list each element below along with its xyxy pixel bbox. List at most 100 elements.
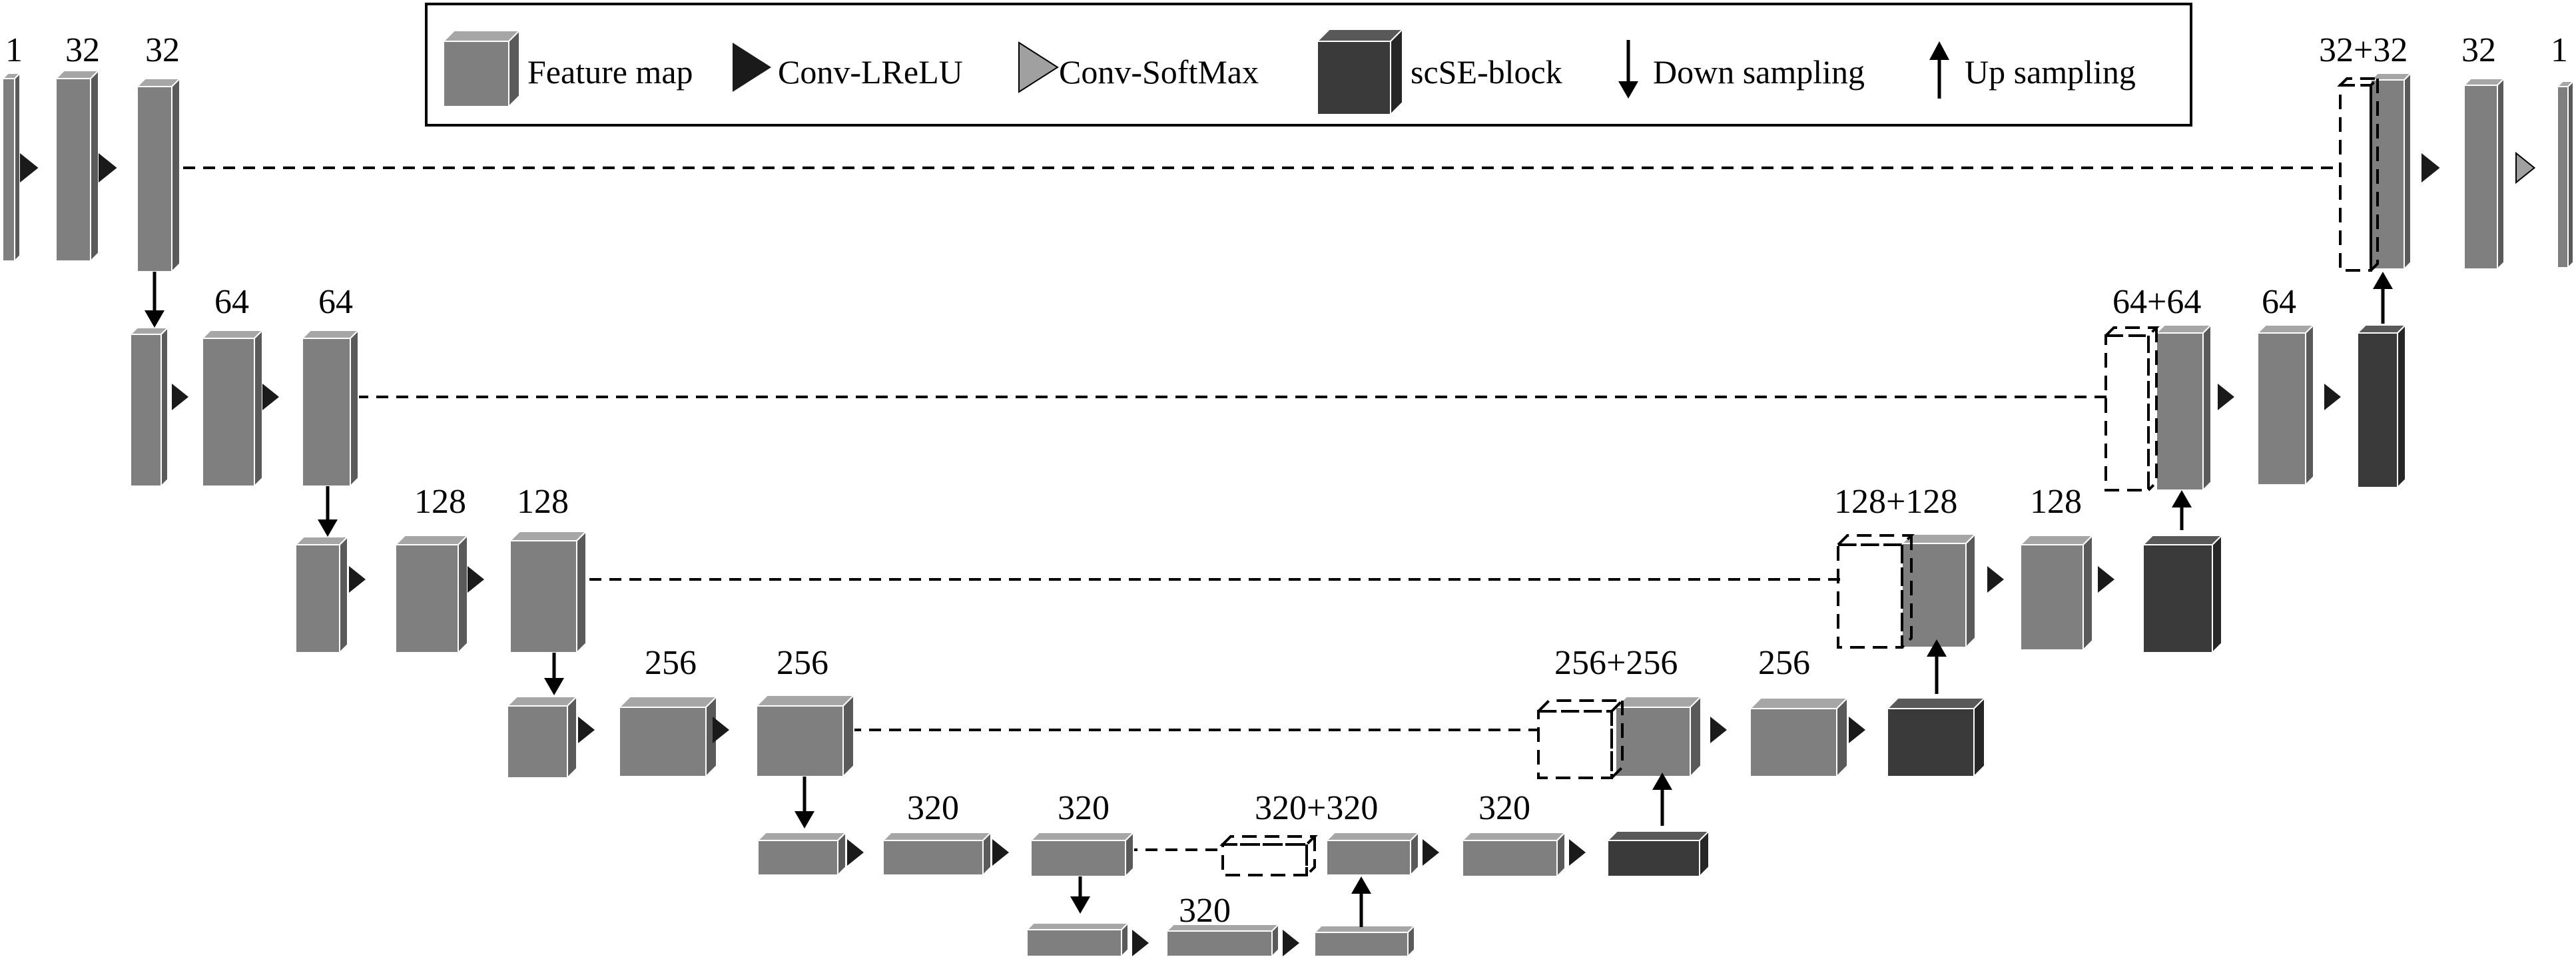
label-dec5-cat: 320+320 [1255, 789, 1378, 827]
label-dec2-a: 64 [2262, 283, 2296, 321]
conv-lrelu-op [2324, 384, 2341, 410]
feature-map-enc3-in [294, 535, 350, 655]
concatenation-placeholders [1219, 77, 2381, 876]
conv-lrelu-op [2098, 566, 2114, 593]
conv-lrelu-op [1569, 839, 1586, 866]
label-dec3-cat: 128+128 [1834, 483, 1957, 521]
legend-feature-map-icon [442, 29, 521, 109]
feature-map-enc4-in [505, 695, 579, 780]
label-enc2-a: 64 [214, 283, 249, 321]
feature-map-dec4-cat [1614, 695, 1703, 779]
label-bottleneck: 320 [1179, 892, 1231, 930]
conv-lrelu-op [262, 384, 279, 410]
scse-block-dec5 [1606, 829, 1711, 878]
feature-map-enc3-a [394, 533, 470, 655]
legend-feature-map-label: Feature map [527, 53, 693, 91]
label-enc3-a: 128 [414, 483, 466, 521]
down-sampling-arrow [544, 653, 564, 695]
up-sampling-arrow [1927, 639, 1947, 694]
label-enc1-b: 32 [145, 31, 180, 69]
concat-placeholder-dec4 [1535, 699, 1626, 779]
feature-map-dec4-a [1748, 696, 1849, 779]
concat-placeholder-dec5 [1219, 835, 1318, 876]
label-enc4-b: 256 [777, 644, 828, 682]
conv-lrelu-op [99, 153, 117, 182]
down-sampling-arrow [318, 486, 338, 537]
label-enc2-b: 64 [318, 283, 353, 321]
conv-lrelu-op [847, 839, 864, 866]
legend-scse-block-icon [1315, 27, 1405, 117]
legend-scse-block-cube [1315, 27, 1405, 117]
conv-operations [20, 151, 2536, 956]
legend-down-sampling-label: Down sampling [1653, 53, 1865, 91]
feature-map-bottleneck-out [1313, 924, 1417, 958]
conv-lrelu-op [1987, 566, 2004, 593]
down-sampling-arrow [1070, 876, 1090, 914]
legend-up-sampling-label: Up sampling [1965, 53, 2136, 91]
legend-scse-block-label: scSE-block [1411, 53, 1562, 91]
label-dec5-a: 320 [1478, 789, 1530, 827]
label-dec3-a: 128 [2030, 483, 2082, 521]
label-dec1-a: 32 [2461, 31, 2496, 69]
conv-lrelu-op [468, 566, 484, 593]
label-enc5-a: 320 [907, 789, 959, 827]
conv-lrelu-op [1283, 930, 1299, 956]
legend-feature-map-cube [442, 29, 521, 109]
feature-map-dec3-a [2019, 533, 2094, 652]
label-enc4-a: 256 [645, 644, 697, 682]
concat-placeholder-dec2 [2102, 326, 2160, 491]
up-sampling-arrow [1351, 876, 1371, 927]
conv-lrelu-op [172, 384, 188, 410]
legend-conv-lrelu-label: Conv-LReLU [778, 53, 963, 91]
label-enc3-b: 128 [517, 483, 569, 521]
conv-lrelu-op [1423, 839, 1439, 866]
feature-map-dec1-a [2462, 77, 2506, 271]
feature-map-input [1, 71, 22, 263]
conv-lrelu-op [2218, 384, 2234, 410]
feature-map-enc5-a [881, 830, 993, 877]
label-dec2-cat: 64+64 [2112, 283, 2201, 321]
legend-frame [425, 3, 2192, 127]
down-sampling-arrow [795, 777, 814, 828]
conv-lrelu-op [349, 566, 366, 593]
up-sampling-arrow [1652, 773, 1672, 826]
legend-conv-softmax-label: Conv-SoftMax [1059, 53, 1259, 91]
conv-softmax-op [2515, 151, 2536, 184]
feature-map-enc5-b [1029, 830, 1135, 878]
skip-connections [183, 166, 2341, 851]
conv-lrelu-op [2421, 153, 2440, 182]
label-dec1-cat: 32+32 [2319, 31, 2408, 69]
label-dec4-cat: 256+256 [1554, 644, 1678, 682]
label-enc1-a: 32 [65, 31, 100, 69]
conv-lrelu-op [20, 153, 39, 182]
scse-block-dec3 [2141, 533, 2224, 655]
down-sampling-arrow [145, 272, 164, 328]
conv-lrelu-op [1132, 930, 1149, 956]
feature-map-output [2555, 79, 2575, 270]
legend-down-sampling-icon [1618, 40, 1638, 99]
feature-map-enc1-b [135, 77, 182, 274]
feature-map-enc4-a [617, 695, 719, 779]
feature-map-enc2-a [200, 328, 264, 488]
feature-map-enc3-b [508, 529, 588, 655]
scse-block-dec2 [2356, 323, 2408, 489]
feature-map-dec3-cat [1900, 532, 1977, 649]
feature-map-enc5-in [756, 830, 848, 877]
conv-lrelu-op [992, 839, 1009, 866]
feature-map-enc2-in [129, 326, 170, 488]
conv-lrelu-op [1710, 717, 1727, 743]
feature-map-dec2-cat [2154, 323, 2213, 492]
feature-map-bottleneck [1165, 922, 1281, 958]
feature-map-dec2-a [2256, 323, 2316, 487]
up-sampling-arrow [2373, 272, 2393, 324]
label-enc5-b: 320 [1058, 789, 1110, 827]
sampling-arrows [145, 272, 2393, 927]
feature-map-bottleneck-in [1025, 921, 1130, 958]
label-dec1-out: 1 [2551, 31, 2568, 69]
label-dec4-a: 256 [1758, 644, 1810, 682]
legend-conv-lrelu-icon [733, 43, 771, 92]
channel-labels: 1 32 32 64 64 128 128 256 256 320 320 32… [5, 31, 2568, 930]
up-sampling-arrow [2172, 490, 2192, 530]
feature-map-enc1-a [54, 69, 101, 263]
